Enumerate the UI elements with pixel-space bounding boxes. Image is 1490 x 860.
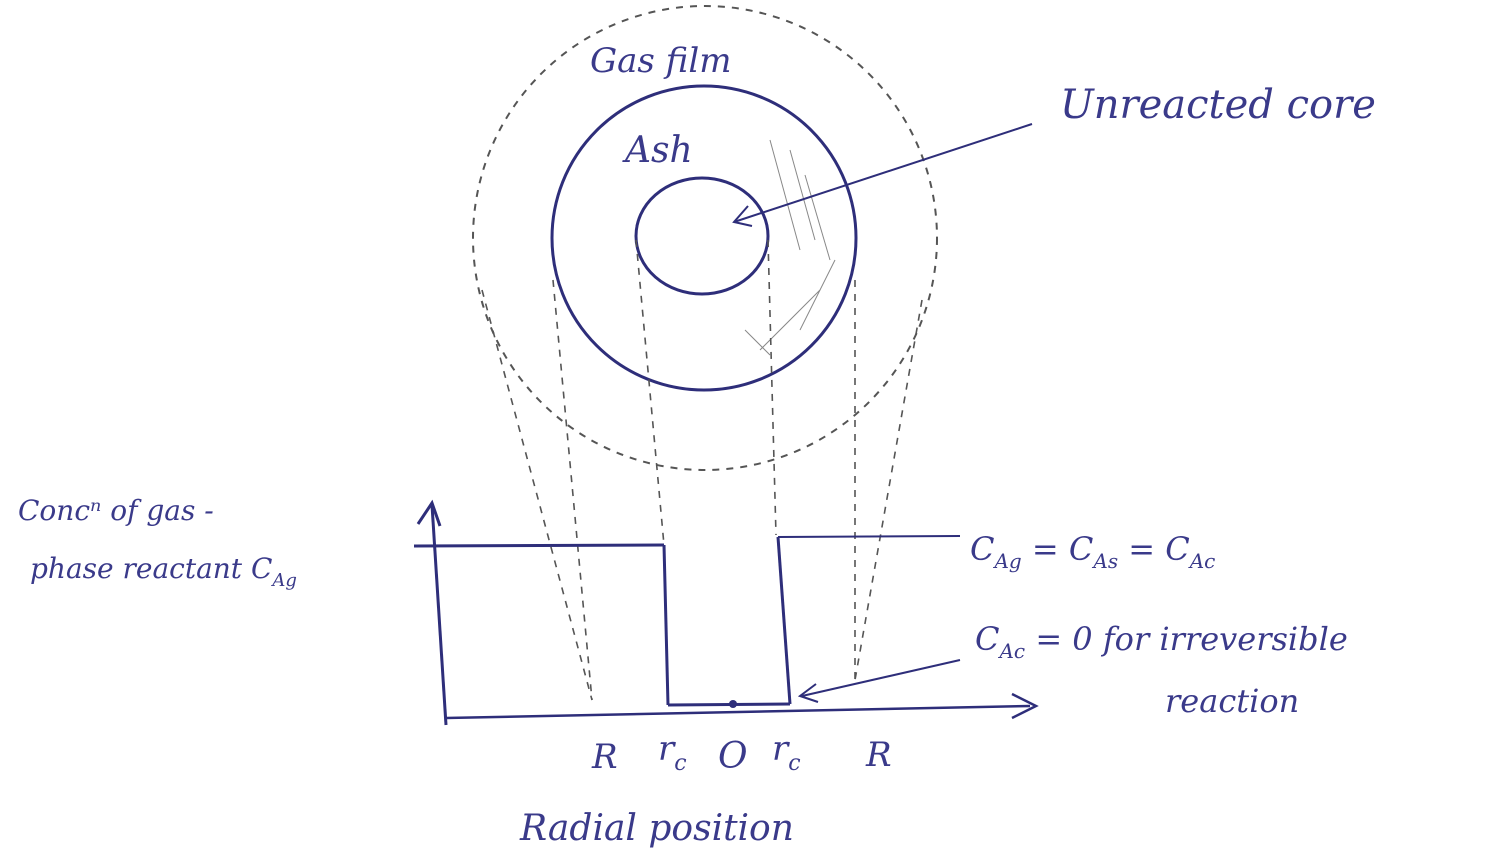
reaction-label: reaction bbox=[1165, 682, 1299, 720]
ylabel-line1: Concⁿ of gas - bbox=[18, 494, 214, 527]
x-axis bbox=[445, 704, 1031, 720]
cac-pointer bbox=[801, 659, 961, 697]
ash-label: Ash bbox=[622, 130, 693, 171]
gas-film-label: Gas film bbox=[590, 41, 731, 81]
tick-rc-right: rc bbox=[772, 729, 801, 776]
gas-film-boundary bbox=[472, 5, 938, 471]
projection-lines bbox=[481, 239, 923, 701]
tick-R-left: R bbox=[591, 737, 618, 777]
tick-R-right: R bbox=[865, 735, 892, 775]
ash-layer-circle bbox=[550, 84, 858, 392]
ash-shading bbox=[744, 139, 836, 356]
tick-rc-left: rc bbox=[658, 729, 687, 776]
surface-equality-label: CAg = CAs = CAc bbox=[970, 530, 1215, 573]
pointer-arrowhead bbox=[732, 205, 753, 227]
y-axis bbox=[430, 504, 448, 726]
unreacted-core-pointer bbox=[733, 123, 1033, 223]
cac-arrowhead bbox=[797, 683, 819, 703]
x-axis-label: Radial position bbox=[519, 808, 794, 849]
tick-O: O bbox=[718, 736, 748, 777]
ylabel-line2: phase reactant CAg bbox=[30, 552, 297, 591]
core-concentration-label: CAc = 0 for irreversible bbox=[975, 620, 1348, 663]
y-axis-arrowhead bbox=[416, 499, 442, 527]
concentration-profile bbox=[413, 535, 961, 707]
unreacted-core-label: Unreacted core bbox=[1060, 82, 1376, 128]
origin-mark bbox=[729, 700, 737, 708]
x-axis-arrowhead bbox=[1011, 692, 1039, 720]
unreacted-core-circle bbox=[634, 176, 770, 296]
